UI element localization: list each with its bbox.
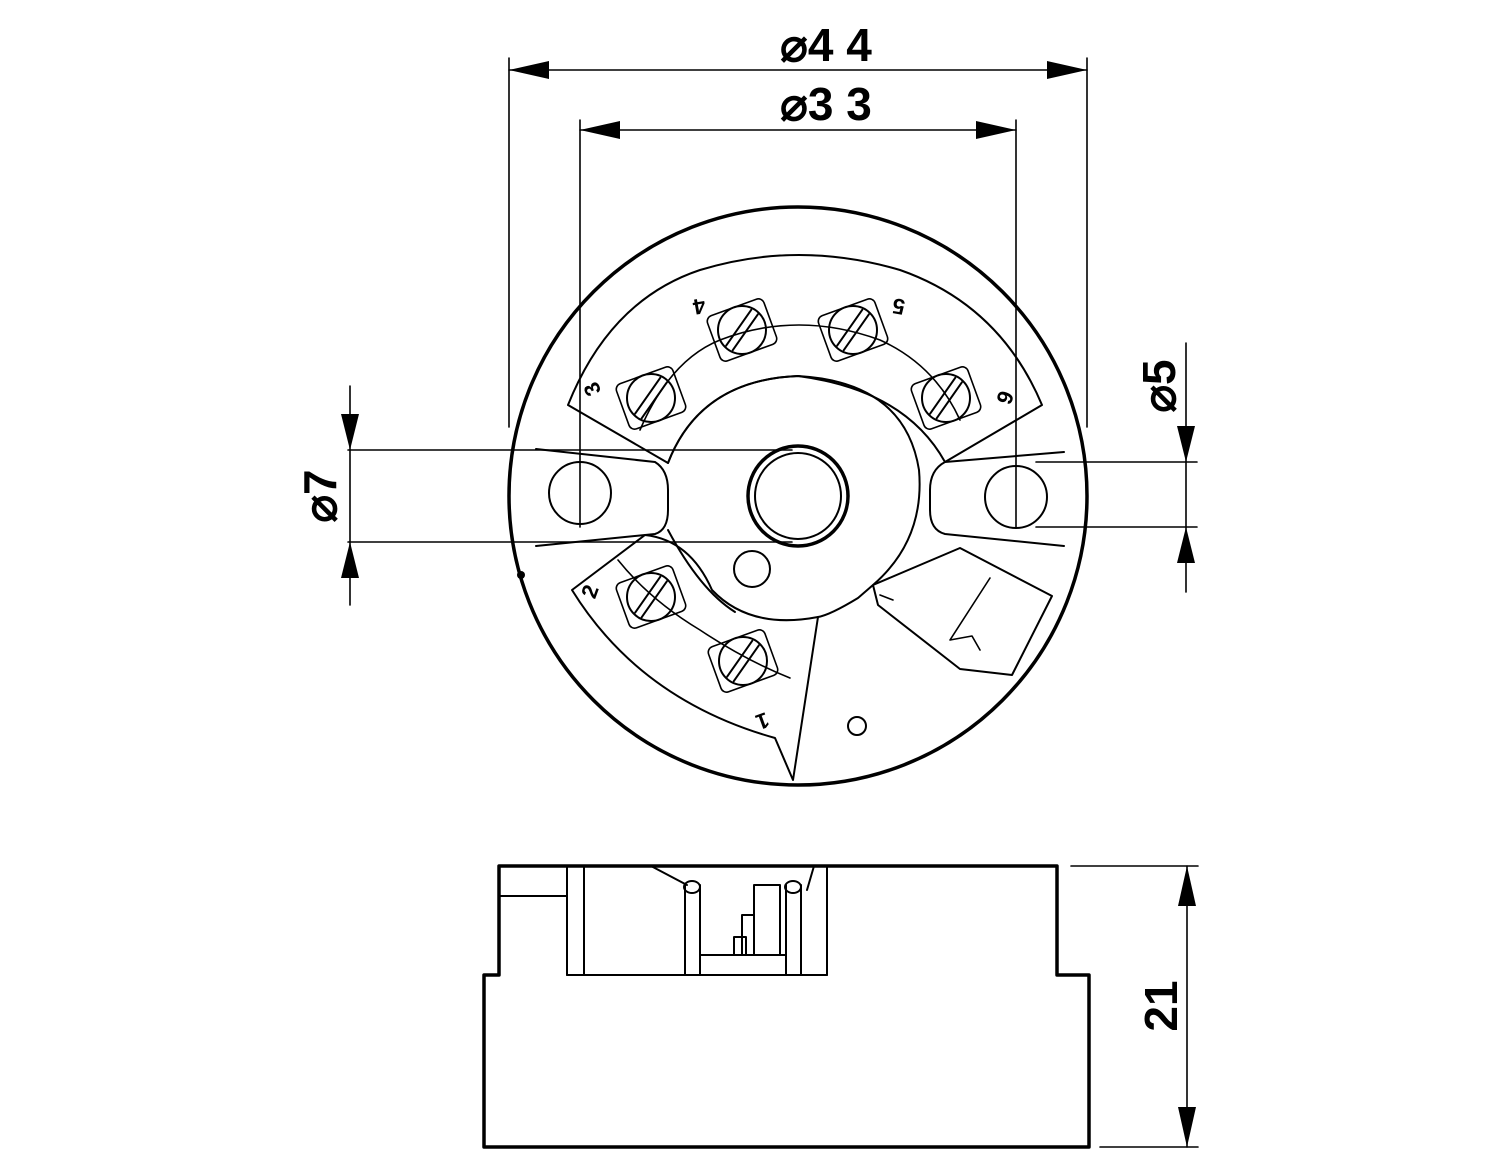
terminal-screw-1 (707, 629, 779, 693)
upper-terminal-channel (639, 324, 961, 431)
dimension-height: 21 (1070, 865, 1199, 1148)
side-view (482, 864, 1091, 1149)
notch-marker (517, 571, 525, 579)
center-hole-label: ⌀7 (294, 469, 346, 522)
terminal-labels: 1 2 3 4 5 6 (576, 293, 1019, 735)
dimension-mount-hole: ⌀5 (1035, 342, 1198, 593)
top-view (507, 205, 1089, 787)
dimension-center-hole: ⌀7 (294, 385, 793, 606)
dimension-outer-diameter: ⌀4 4 (508, 19, 1088, 428)
terminal-label-2: 2 (576, 581, 604, 601)
height-label: 21 (1135, 980, 1187, 1031)
right-mount-recess (929, 451, 1065, 547)
terminal-label-6: 6 (991, 388, 1019, 408)
terminal-label-1: 1 (753, 707, 773, 735)
small-pin-hole (847, 716, 867, 736)
terminal-screw-4 (706, 298, 778, 362)
terminal-screws (615, 298, 982, 693)
pcb-component-area (872, 547, 1053, 676)
side-view-outline (482, 864, 1091, 1149)
left-mount-recess (535, 448, 669, 547)
upper-terminal-block (567, 254, 1043, 464)
terminal-screw-5 (817, 298, 889, 362)
terminal-label-4: 4 (690, 293, 707, 320)
terminal-screw-6 (910, 366, 982, 430)
small-hole (733, 550, 771, 588)
mount-hole-label: ⌀5 (1133, 359, 1185, 412)
lower-terminal-channel (617, 559, 791, 679)
pcb-component-detail (879, 577, 991, 651)
center-hole-inner (754, 452, 842, 540)
dimension-mount-spacing: ⌀3 3 (579, 78, 1017, 528)
terminal-label-3: 3 (578, 378, 606, 400)
center-hole-outer (746, 444, 850, 548)
terminal-screw-3 (615, 366, 687, 430)
outer-diameter-label: ⌀4 4 (780, 19, 872, 71)
terminal-screw-2 (615, 565, 687, 629)
mount-spacing-label: ⌀3 3 (780, 78, 872, 130)
lower-terminal-block (571, 534, 819, 781)
housing-outline (507, 205, 1089, 787)
terminal-label-5: 5 (890, 293, 906, 320)
